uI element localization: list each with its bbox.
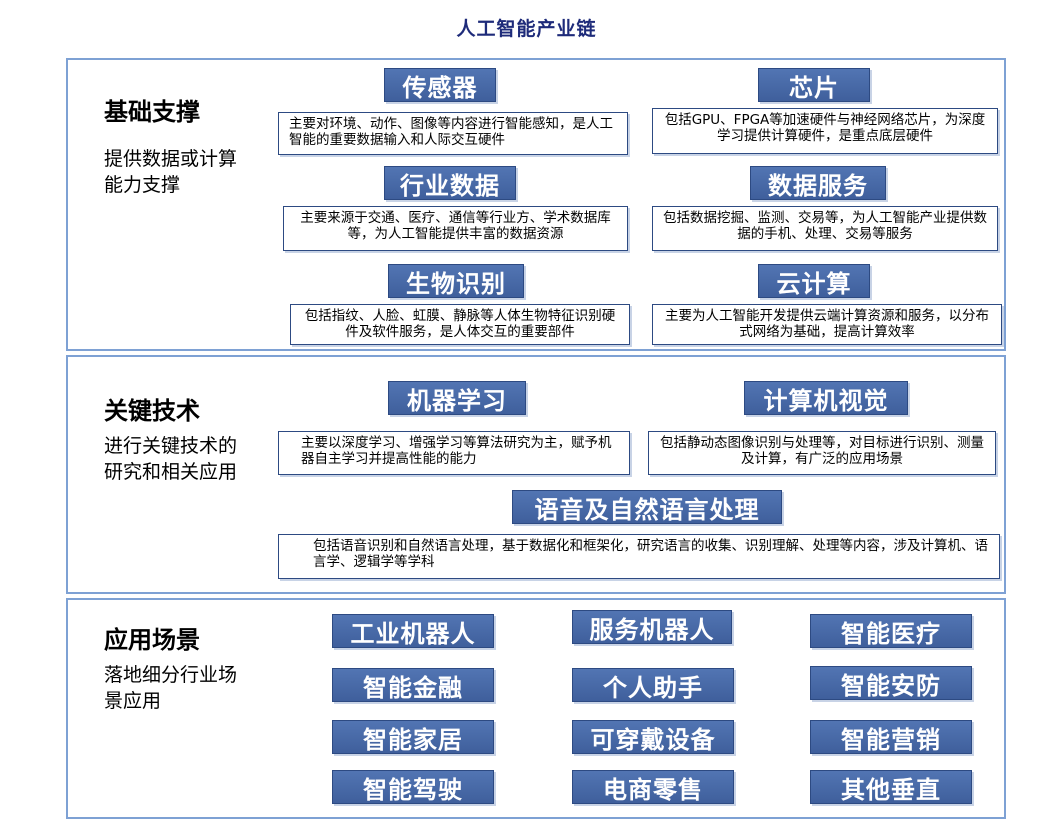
desc-industry-data: 主要来源于交通、医疗、通信等行业方、学术数据库等，为人工智能提供丰富的数据资源	[283, 206, 628, 251]
app-personal-assistant: 个人助手	[572, 668, 734, 702]
section-subtitle: 提供数据或计算能力支撑	[104, 148, 238, 196]
app-industrial-robot: 工业机器人	[332, 614, 494, 648]
diagram-title: 人工智能产业链	[456, 18, 597, 40]
section-subtitle: 进行关键技术的研究和相关应用	[104, 435, 238, 483]
app-smart-security: 智能安防	[810, 666, 972, 700]
desc-speech-nlp: 包括语音识别和自然语言处理，基于数据化和框架化，研究语言的收集、识别理解、处理等…	[278, 534, 1000, 579]
app-autonomous-driving: 智能驾驶	[332, 770, 494, 804]
section-foundation: 基础支撑 提供数据或计算能力支撑 传感器 主要对环境、动作、图像等内容进行智能感…	[66, 58, 1006, 351]
label-machine-learning: 机器学习	[388, 381, 526, 415]
label-chip: 芯片	[758, 68, 870, 102]
desc-machine-learning: 主要以深度学习、增强学习等算法研究为主，赋予机器自主学习并提高性能的能力	[278, 431, 630, 475]
label-computer-vision: 计算机视觉	[744, 381, 908, 415]
app-smart-marketing: 智能营销	[810, 720, 972, 754]
section-applications: 应用场景 落地细分行业场景应用 工业机器人 服务机器人 智能医疗 智能金融 个人…	[66, 598, 1006, 819]
app-wearables: 可穿戴设备	[572, 720, 734, 754]
app-smart-home: 智能家居	[332, 720, 494, 754]
label-biometrics: 生物识别	[388, 264, 524, 298]
desc-cloud: 主要为人工智能开发提供云端计算资源和服务，以分布式网络为基础，提高计算效率	[652, 304, 1002, 345]
app-other-vertical: 其他垂直	[810, 770, 972, 804]
desc-computer-vision: 包括静动态图像识别与处理等，对目标进行识别、测量及计算，有广泛的应用场景	[648, 431, 996, 475]
app-ecommerce-retail: 电商零售	[572, 770, 734, 804]
section-subtitle: 落地细分行业场景应用	[104, 664, 238, 712]
app-service-robot: 服务机器人	[572, 610, 732, 644]
desc-biometrics: 包括指纹、人脸、虹膜、静脉等人体生物特征识别硬件及软件服务，是人体交互的重要部件	[290, 304, 630, 345]
section-heading: 基础支撑	[104, 98, 200, 126]
section-heading: 应用场景	[104, 626, 200, 654]
app-smart-healthcare: 智能医疗	[810, 614, 972, 648]
label-data-service: 数据服务	[750, 166, 886, 200]
label-speech-nlp: 语音及自然语言处理	[512, 490, 782, 524]
desc-chip: 包括GPU、FPGA等加速硬件与神经网络芯片，为深度学习提供计算硬件，是重点底层…	[652, 108, 998, 154]
app-smart-finance: 智能金融	[332, 668, 494, 702]
label-industry-data: 行业数据	[384, 166, 516, 200]
section-heading: 关键技术	[104, 397, 200, 425]
section-key-tech: 关键技术 进行关键技术的研究和相关应用 机器学习 主要以深度学习、增强学习等算法…	[66, 355, 1006, 594]
label-sensor: 传感器	[384, 68, 496, 102]
label-cloud: 云计算	[758, 264, 870, 298]
desc-data-service: 包括数据挖掘、监测、交易等，为人工智能产业提供数据的手机、处理、交易等服务	[652, 206, 998, 251]
desc-sensor: 主要对环境、动作、图像等内容进行智能感知，是人工智能的重要数据输入和人际交互硬件	[278, 112, 628, 155]
